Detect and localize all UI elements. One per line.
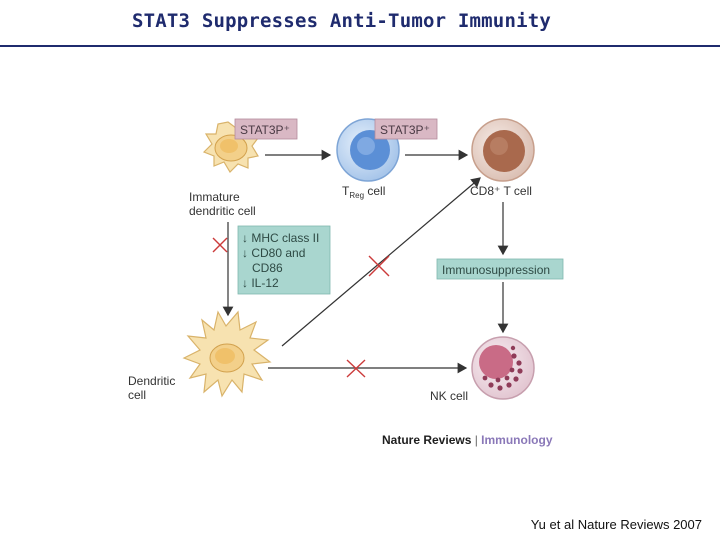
citation: Yu et al Nature Reviews 2007 (530, 517, 702, 532)
marker-line-1: ↓ MHC class II (242, 231, 319, 245)
nk-cell (471, 336, 535, 400)
immature-dendritic-cell (202, 121, 259, 173)
nk-cell-label: NK cell (430, 389, 468, 403)
immature-dc-label-line1: Immature (189, 190, 240, 204)
marker-line-3: CD86 (242, 261, 283, 275)
blocked-cross-maturation (212, 237, 228, 253)
blocked-cross-nk-activation (346, 359, 366, 378)
marker-downregulation-box (237, 225, 331, 295)
marker-line-4: ↓ IL-12 (242, 276, 279, 290)
cd8-t-cell (471, 118, 535, 182)
stat3-tag-treg-label: STAT3P⁺ (380, 123, 430, 137)
immunosuppression-label: Immunosuppression (442, 263, 550, 277)
stat3-tag-dc-label: STAT3P⁺ (240, 123, 290, 137)
slide-title: STAT3 Suppresses Anti-Tumor Immunity (132, 10, 552, 32)
dendritic-cell-label-line1: Dendritic (128, 374, 175, 388)
immunosuppression-box (436, 258, 564, 280)
stat3-tag-dc (234, 118, 298, 140)
dendritic-cell-label-line2: cell (128, 388, 146, 402)
title-divider (0, 45, 720, 47)
arrow-dc-to-cd8 (281, 177, 481, 347)
immature-dc-label-line2: dendritic cell (189, 204, 256, 218)
journal-credit: Nature Reviews | Immunology (382, 433, 553, 447)
treg-cell-label: TReg cell (342, 184, 385, 200)
blocked-cross-cd8-activation (368, 255, 390, 277)
stat3-tag-treg (374, 118, 438, 140)
cd8-t-cell-label: CD8⁺ T cell (470, 184, 532, 198)
marker-line-2: ↓ CD80 and (242, 246, 305, 260)
dendritic-cell (182, 310, 272, 398)
